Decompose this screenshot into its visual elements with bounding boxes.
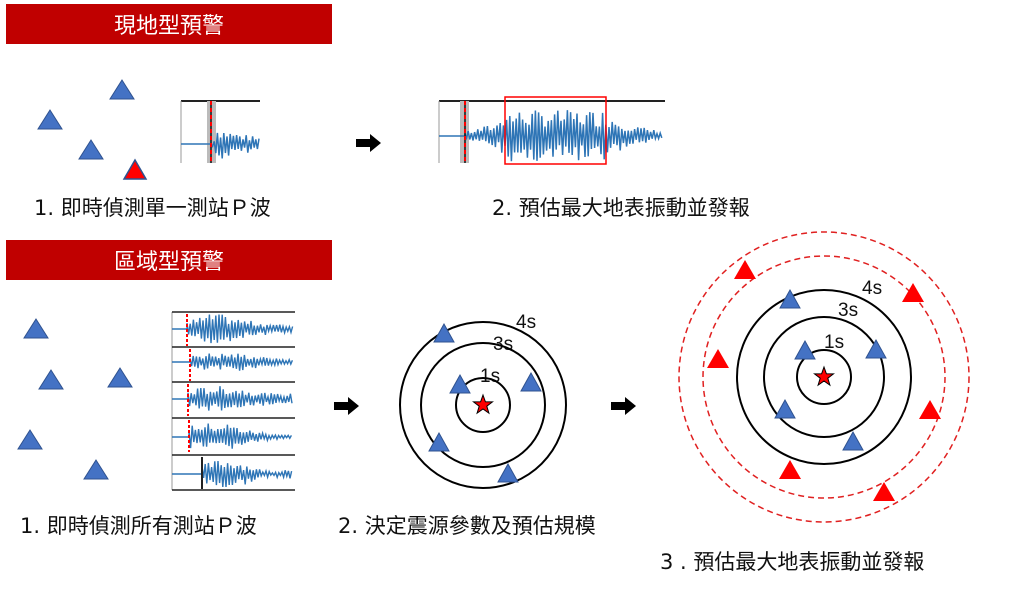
station-triangle [497, 462, 519, 483]
station-triangle [109, 79, 135, 100]
regional-waveform-stack [171, 311, 295, 491]
waveform-trace [464, 110, 663, 162]
arrow-icon [334, 397, 359, 415]
onsite-waveform-short [180, 100, 260, 163]
triggered-station-triangle [122, 158, 148, 180]
waveform-trace [187, 386, 293, 411]
alert-target-triangle [873, 482, 895, 501]
regional-step3-caption: 3 . 預估最大地表振動並發報 [660, 550, 925, 574]
ring-label-large-4s: 4s [862, 278, 883, 299]
station-triangle [842, 430, 864, 451]
station-triangle [23, 318, 49, 339]
onsite-step1-caption: 1. 即時偵測單一測站Ｐ波 [34, 196, 271, 220]
arrow-icon [356, 134, 381, 152]
station-triangle [774, 398, 796, 419]
epicenter-star-icon [813, 365, 835, 387]
onsite-waveform-long [438, 96, 665, 165]
ring-label-4s: 4s [516, 312, 537, 333]
onsite-warning-banner: 現地型預警 [6, 4, 332, 44]
ring-label-large-3s: 3s [838, 300, 859, 321]
station-triangle [433, 322, 455, 343]
epicenter-rings-small [399, 321, 567, 489]
station-triangle [520, 371, 542, 392]
epicenter-star-icon [472, 393, 494, 415]
regional-banner-title: 區域型預警 [113, 250, 224, 275]
waveform-trace [189, 353, 294, 371]
station-triangle [428, 431, 450, 452]
peak-highlight-box [504, 96, 607, 165]
alert-target-triangle [902, 283, 924, 302]
alert-target-triangle [734, 260, 756, 279]
station-triangle [37, 109, 63, 130]
ring-label-large-1s: 1s [824, 332, 845, 353]
onsite-banner-title: 現地型預警 [113, 14, 224, 39]
arrow-icon [611, 397, 636, 415]
regional-warning-banner: 區域型預警 [6, 240, 332, 280]
regional-step1-caption: 1. 即時偵測所有測站Ｐ波 [20, 514, 257, 538]
station-triangle [794, 339, 816, 360]
station-triangle [38, 369, 64, 390]
station-triangle [78, 139, 104, 160]
waveform-trace [188, 423, 293, 449]
waveform-trace [210, 132, 260, 159]
alert-target-triangle [707, 349, 729, 368]
station-triangle [865, 338, 887, 359]
station-triangle [83, 459, 109, 480]
waveform-trace [201, 460, 293, 488]
onsite-step2-caption: 2. 預估最大地表振動並發報 [492, 196, 750, 220]
station-triangle [107, 367, 133, 388]
onsite-stations [37, 79, 148, 180]
regional-step2-caption: 2. 決定震源參數及預估規模 [338, 514, 596, 538]
station-triangle [17, 429, 43, 450]
alert-target-triangle [919, 400, 941, 419]
station-triangle [779, 288, 801, 309]
ring-label-3s: 3s [493, 334, 514, 355]
alert-target-triangle [779, 460, 801, 479]
regional-stations [17, 318, 133, 480]
epicenter-rings-large [678, 231, 970, 523]
waveform-trace [186, 314, 294, 344]
station-triangle [449, 373, 471, 394]
